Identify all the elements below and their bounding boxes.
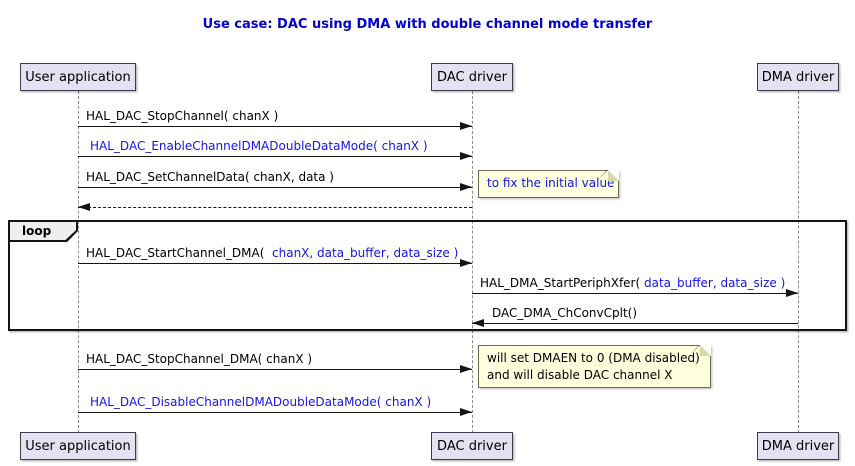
message-set-channel-data-label: HAL_DAC_SetChannelData( chanX, data ) bbox=[86, 170, 334, 184]
participant-dac-driver-top: DAC driver bbox=[431, 63, 513, 91]
message-stop-channel-dma-label: HAL_DAC_StopChannel_DMA( chanX ) bbox=[86, 352, 313, 366]
note-initial-value: to fix the initial value bbox=[478, 170, 619, 198]
arrowhead-left-icon bbox=[78, 203, 90, 211]
lifeline-user-application bbox=[78, 91, 79, 433]
arrow-stop-channel-dma bbox=[78, 365, 472, 373]
participant-user-application-top: User application bbox=[20, 63, 136, 91]
function-name: HAL_DMA_StartPeriphXfer( bbox=[480, 276, 641, 290]
message-start-channel-dma-label: HAL_DAC_StartChannel_DMA( chanX, data_bu… bbox=[86, 245, 458, 261]
arrow-start-channel-dma bbox=[78, 259, 472, 267]
arrow-return-dashed bbox=[78, 203, 472, 211]
arrow-stop-channel bbox=[78, 122, 472, 130]
participant-dma-driver-bottom: DMA driver bbox=[757, 432, 839, 460]
arrow-disable-ddm bbox=[78, 408, 472, 416]
loop-frame: loop bbox=[8, 220, 847, 331]
arrowhead-right-icon bbox=[460, 365, 472, 373]
participant-label: User application bbox=[25, 438, 131, 454]
note-line-2: and will disable DAC channel X bbox=[487, 368, 673, 382]
arrow-ch-conv-cplt bbox=[472, 319, 798, 327]
participant-label: User application bbox=[25, 69, 131, 85]
message-stop-channel-label: HAL_DAC_StopChannel( chanX ) bbox=[86, 109, 279, 123]
message-disable-ddm-label: HAL_DAC_DisableChannelDMADoubleDataMode(… bbox=[90, 395, 432, 409]
lifeline-dac-driver bbox=[472, 91, 473, 433]
message-enable-ddm-label: HAL_DAC_EnableChannelDMADoubleDataMode( … bbox=[90, 139, 428, 153]
participant-label: DAC driver bbox=[437, 438, 507, 454]
participant-label: DMA driver bbox=[761, 69, 835, 85]
function-name: HAL_DAC_StartChannel_DMA( bbox=[86, 246, 265, 260]
loop-label: loop bbox=[10, 222, 76, 240]
arrow-enable-ddm bbox=[78, 152, 472, 160]
arrow-start-periph-xfer bbox=[472, 289, 798, 297]
note-text: to fix the initial value bbox=[487, 176, 615, 190]
arrowhead-right-icon bbox=[460, 408, 472, 416]
loop-label-text: loop bbox=[22, 224, 52, 238]
diagram-title: Use case: DAC using DMA with double chan… bbox=[202, 17, 653, 32]
message-ch-conv-cplt-label: DAC_DMA_ChConvCplt() bbox=[492, 306, 638, 320]
arrowhead-right-icon bbox=[460, 183, 472, 191]
arrowhead-left-icon bbox=[472, 319, 484, 327]
note-line-1: will set DMAEN to 0 (DMA disabled) bbox=[487, 351, 700, 365]
function-args: data_buffer, data_size ) bbox=[640, 276, 786, 290]
arrowhead-right-icon bbox=[460, 122, 472, 130]
lifeline-dma-driver bbox=[798, 91, 799, 433]
arrowhead-right-icon bbox=[460, 152, 472, 160]
note-stop-channel-dma: will set DMAEN to 0 (DMA disabled) and wi… bbox=[478, 345, 711, 388]
participant-label: DMA driver bbox=[761, 438, 835, 454]
function-args: chanX, data_buffer, data_size ) bbox=[264, 246, 459, 260]
participant-user-application-bottom: User application bbox=[20, 432, 136, 460]
arrowhead-right-icon bbox=[460, 259, 472, 267]
participant-dma-driver-top: DMA driver bbox=[757, 63, 839, 91]
arrowhead-right-icon bbox=[786, 289, 798, 297]
participant-dac-driver-bottom: DAC driver bbox=[431, 432, 513, 460]
participant-label: DAC driver bbox=[437, 69, 507, 85]
arrow-set-channel-data bbox=[78, 183, 472, 191]
message-start-periph-xfer-label: HAL_DMA_StartPeriphXfer( data_buffer, da… bbox=[480, 275, 785, 291]
